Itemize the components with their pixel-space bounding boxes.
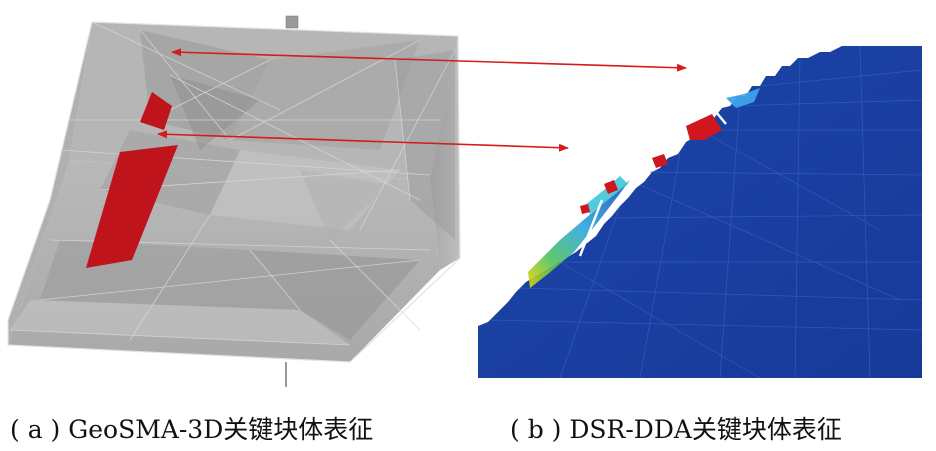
- caption-a: ( a ) GeoSMA-3D关键块体表征: [10, 415, 374, 444]
- stress-zone-2: [584, 176, 628, 214]
- key-block-b-mid: [652, 154, 668, 168]
- geosma-3d-model: [7, 15, 461, 387]
- crack-upper: [715, 111, 727, 125]
- caption-b: ( b ) DSR-DDA关键块体表征: [510, 415, 842, 444]
- double-headed-arrow-icon: [157, 130, 569, 152]
- stress-zone: [528, 180, 630, 288]
- block-left-face: [8, 22, 92, 345]
- key-block-lower: [86, 145, 178, 268]
- block-right-face: [430, 36, 460, 270]
- dsr-dda-model: [478, 45, 923, 379]
- key-block-b-low: [580, 204, 590, 214]
- key-block-upper: [140, 92, 172, 130]
- stress-zone-3: [726, 88, 760, 108]
- top-rod: [285, 15, 299, 29]
- double-headed-arrow-icon: [171, 48, 687, 72]
- dda-block-grid: [489, 45, 923, 379]
- crack-lower: [578, 199, 604, 257]
- key-block-b-upper: [686, 114, 722, 140]
- key-block-b-small: [604, 180, 618, 194]
- block-outline: [7, 21, 461, 363]
